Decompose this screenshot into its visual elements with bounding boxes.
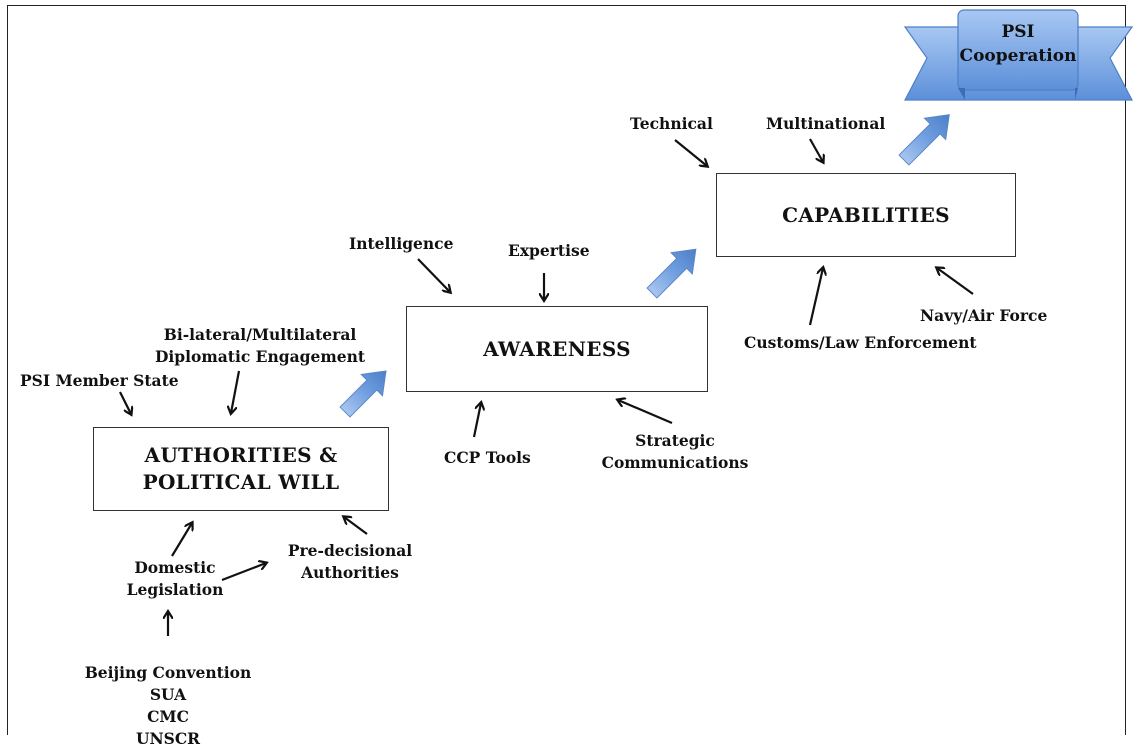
label-predecisional-line1: Pre-decisional	[287, 541, 413, 560]
arrow-predecisional	[344, 517, 368, 535]
arrow-psi-member	[119, 391, 131, 414]
arrow-navy	[937, 268, 974, 295]
arrow-strategic	[618, 400, 673, 425]
label-diplomatic-engagement: Bi-lateral/Multilateral Diplomatic Engag…	[150, 324, 370, 368]
arrows-layer	[119, 9, 1133, 636]
awareness-box-label: AWARENESS	[483, 337, 631, 361]
arrow-domestic-right	[221, 563, 266, 582]
arrow-ccp-tools	[472, 403, 481, 438]
label-expertise: Expertise	[508, 241, 590, 260]
authorities-box-label: AUTHORITIES & POLITICAL WILL	[142, 443, 340, 494]
label-strategic-line1: Strategic	[635, 431, 715, 450]
label-intelligence: Intelligence	[349, 234, 454, 253]
label-beijing: Beijing Convention	[84, 663, 252, 682]
awareness-box: AWARENESS	[406, 306, 708, 392]
arrow-domestic-up	[171, 523, 192, 557]
arrow-customs	[808, 268, 823, 326]
label-diplomatic-line2: Diplomatic Engagement	[154, 347, 366, 366]
label-multinational: Multinational	[766, 114, 886, 133]
blue-arrow-capabilities-to-cooperation	[898, 114, 950, 166]
label-technical: Technical	[630, 114, 713, 133]
label-strategic-communications: Strategic Communications	[600, 430, 750, 474]
blue-arrow-awareness-to-capabilities	[646, 248, 697, 299]
banner-line2: Cooperation	[959, 46, 1077, 66]
label-diplomatic-line1: Bi-lateral/Multilateral	[163, 325, 357, 344]
arrow-technical	[674, 139, 707, 166]
banner-line1: PSI	[1001, 22, 1035, 42]
arrow-intelligence	[417, 258, 450, 292]
banner-text: PSI Cooperation	[958, 20, 1078, 68]
capabilities-box-label: CAPABILITIES	[782, 203, 950, 227]
psi-cooperation-banner	[903, 9, 1133, 101]
arrow-diplomatic	[231, 370, 241, 413]
label-customs-law-enforcement: Customs/Law Enforcement	[744, 333, 977, 352]
label-domestic-line1: Domestic	[134, 558, 216, 577]
capabilities-box: CAPABILITIES	[716, 173, 1016, 257]
diagram-frame	[7, 5, 1126, 735]
label-cmc: CMC	[147, 707, 189, 726]
label-domestic-legislation: Domestic Legislation	[115, 557, 235, 601]
label-conventions: Beijing Convention SUA CMC UNSCR	[70, 662, 266, 750]
label-psi-member-state: PSI Member State	[20, 371, 179, 390]
label-unscr: UNSCR	[135, 729, 201, 748]
label-predecisional-authorities: Pre-decisional Authorities	[280, 540, 420, 584]
label-navy-air-force: Navy/Air Force	[920, 306, 1048, 325]
arrow-multinational	[809, 138, 823, 162]
authorities-box: AUTHORITIES & POLITICAL WILL	[93, 427, 389, 511]
label-ccp-tools: CCP Tools	[444, 448, 531, 467]
label-sua: SUA	[149, 685, 187, 704]
blue-arrow-authorities-to-awareness	[339, 370, 387, 418]
label-strategic-line2: Communications	[601, 453, 749, 472]
label-domestic-line2: Legislation	[126, 580, 224, 599]
label-predecisional-line2: Authorities	[301, 563, 399, 582]
